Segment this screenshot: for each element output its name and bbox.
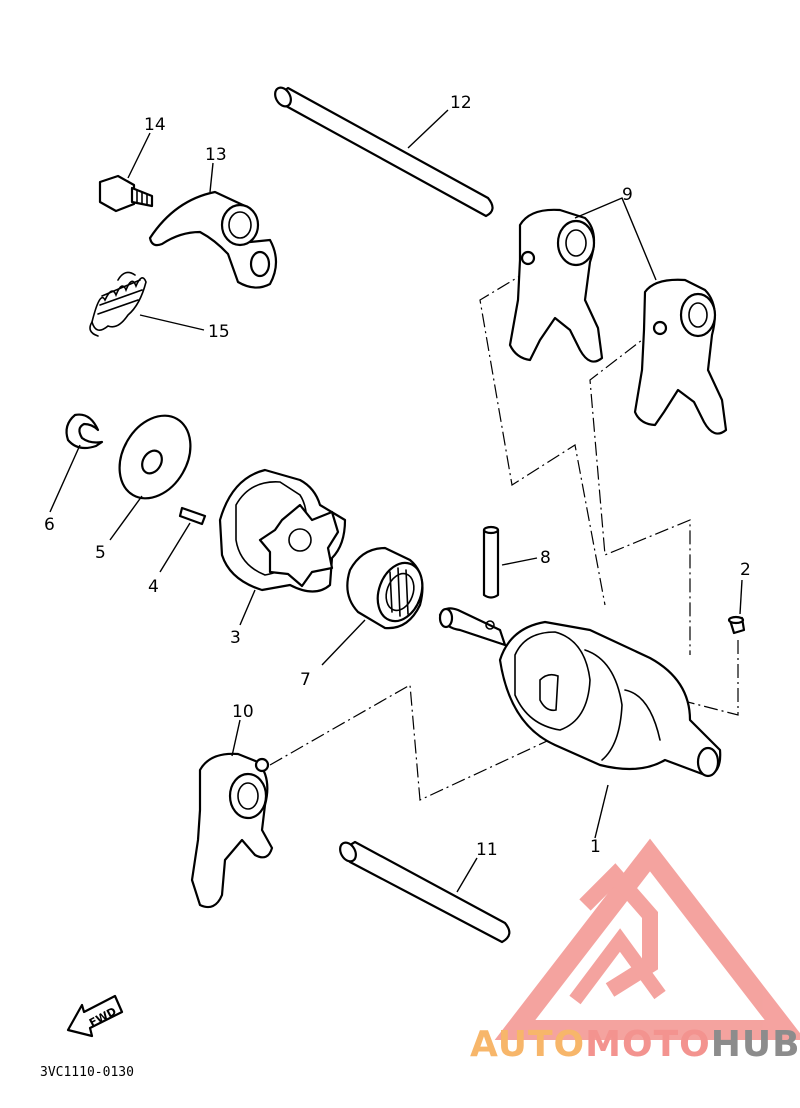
callout-10: 10 (232, 702, 254, 722)
callout-5: 5 (95, 543, 106, 563)
part-1-shift-drum (438, 607, 722, 778)
part-11-shaft (339, 840, 511, 944)
part-9-fork-a (508, 208, 604, 363)
watermark-moto: MOTO (585, 1024, 711, 1065)
part-5-washer (118, 414, 192, 500)
callout-13: 13 (205, 145, 227, 165)
part-13-lever (148, 190, 278, 289)
callout-3: 3 (230, 628, 241, 648)
callout-2: 2 (740, 560, 751, 580)
part-14-bolt (98, 174, 154, 213)
callout-4: 4 (148, 577, 159, 597)
callout-15: 15 (208, 322, 230, 342)
part-2-bolt (727, 615, 746, 635)
fwd-arrow-icon: FWD (66, 994, 124, 1038)
callout-7: 7 (300, 670, 311, 690)
part-8-pin (482, 525, 500, 599)
callout-12: 12 (450, 93, 472, 113)
assembly-lines (269, 269, 739, 801)
callout-14: 14 (144, 115, 166, 135)
part-6-circlip (65, 413, 104, 450)
watermark-auto: AUTO (470, 1024, 585, 1065)
callout-6: 6 (44, 515, 55, 535)
watermark-text: AUTOMOTOHUB (470, 1024, 800, 1065)
part-15-spring (89, 271, 147, 337)
callout-1: 1 (590, 837, 601, 857)
part-3-segment (218, 468, 347, 593)
watermark-logo (494, 838, 800, 1040)
callout-9: 9 (622, 185, 633, 205)
diagram-code: 3VC1110-0130 (40, 1065, 134, 1080)
part-12-shaft (274, 86, 494, 218)
callout-11: 11 (476, 840, 498, 860)
part-10-fork (190, 752, 274, 909)
callout-8: 8 (540, 548, 551, 568)
part-7-bearing (346, 546, 424, 630)
watermark-hub: HUB (711, 1024, 800, 1065)
part-9-fork-b (633, 278, 728, 435)
part-4-pin (178, 506, 207, 526)
